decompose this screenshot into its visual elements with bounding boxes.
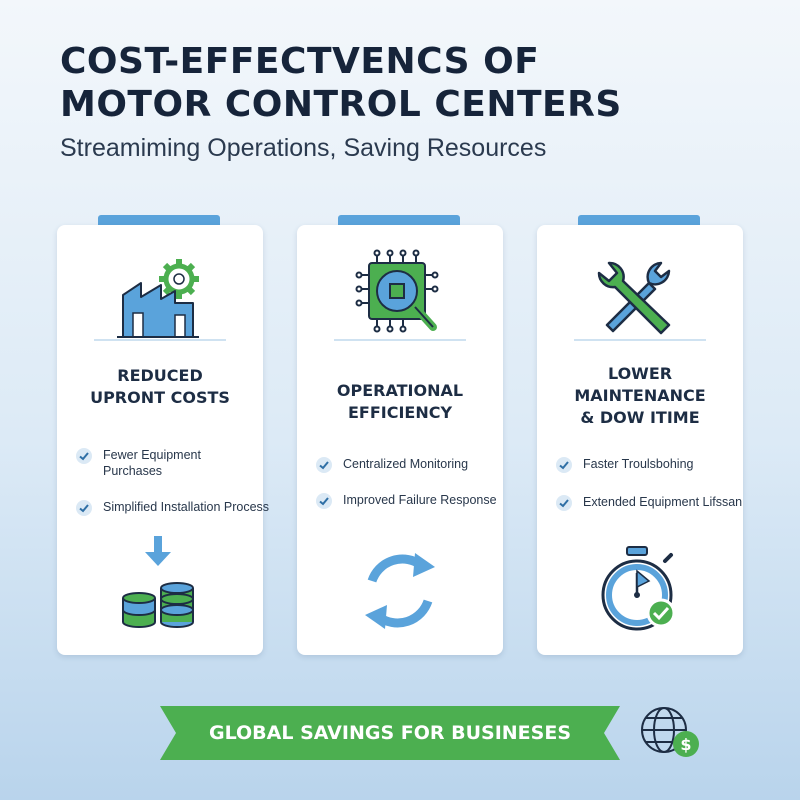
check-icon — [556, 457, 572, 473]
page-title: COST-EFFECTVENCS OF MOTOR CONTROL CENTER… — [60, 40, 760, 126]
refresh-cycle-icon — [365, 553, 435, 629]
card-tab-3 — [578, 215, 700, 227]
card-divider — [334, 339, 466, 341]
check-icon — [316, 457, 332, 473]
card-heading: REDUCED UPRONT COSTS — [90, 366, 230, 407]
card-tab-1 — [98, 215, 220, 227]
check-icon — [76, 448, 92, 464]
globe-dollar-icon: $ — [641, 707, 699, 757]
card-lower-maintenance: LOWER MAINTENANCE & DOW ITIME Faster Tro… — [537, 225, 743, 655]
card-reduced-upfront-costs: REDUCED UPRONT COSTS Fewer Equipment Pur… — [57, 225, 269, 655]
card-heading: LOWER MAINTENANCE & DOW ITIME — [574, 364, 706, 427]
wrench-icon — [597, 261, 671, 335]
factory-gear-icon — [117, 259, 199, 338]
chip-magnifier-icon — [355, 249, 439, 333]
title-line-1: COST-EFFECTVENCS OF — [60, 41, 540, 82]
card-heading: OPERATIONAL EFFICIENCY — [336, 381, 464, 422]
svg-text:$: $ — [680, 735, 691, 754]
banner-ribbon — [160, 706, 620, 760]
card-tab-2 — [338, 215, 460, 227]
check-icon — [556, 495, 572, 511]
card-divider — [94, 339, 226, 341]
title-line-2: MOTOR CONTROL CENTERS — [60, 84, 622, 125]
page-subtitle: Streamiming Operations, Saving Resources — [60, 134, 547, 162]
card-divider — [574, 339, 706, 341]
coins-down-arrow-icon — [122, 536, 194, 628]
check-icon — [76, 500, 92, 516]
card-operational-efficiency: OPERATIONAL EFFICIENCY Centralized Monit… — [297, 225, 503, 655]
stopwatch-check-icon — [601, 546, 676, 631]
banner-label: GLOBAL SAVINGS FOR BUSINESES — [208, 722, 572, 744]
check-icon — [316, 493, 332, 509]
